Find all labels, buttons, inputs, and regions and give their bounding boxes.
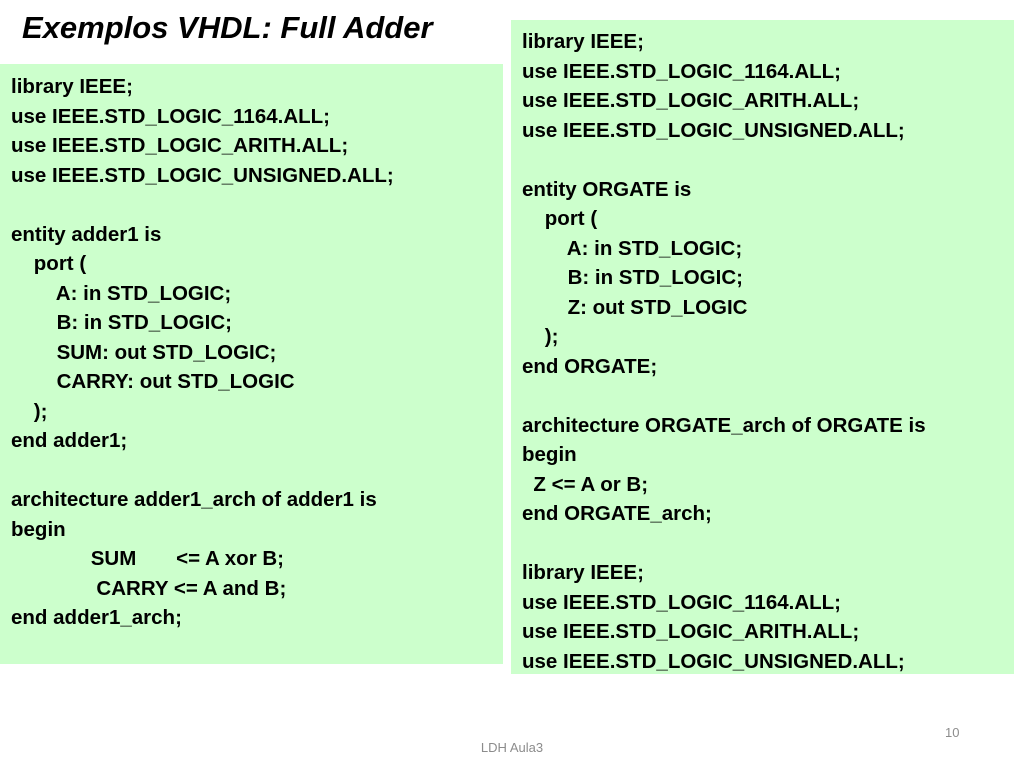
- code-line: [522, 145, 1014, 175]
- code-line: SUM: out STD_LOGIC;: [11, 340, 277, 364]
- code-line: CARRY <= A and B;: [11, 576, 287, 600]
- code-block-orgate: library IEEE; use IEEE.STD_LOGIC_1164.AL…: [511, 20, 1014, 674]
- code-line: begin: [11, 517, 66, 541]
- code-line: entity adder1 is: [11, 222, 162, 246]
- code-line: end adder1_arch;: [11, 606, 182, 629]
- code-line: B: in STD_LOGIC;: [11, 311, 232, 334]
- code-line: A: in STD_LOGIC;: [522, 236, 743, 260]
- page-number: 10: [945, 725, 960, 740]
- code-line: use IEEE.STD_LOGIC_1164.ALL;: [522, 59, 841, 83]
- code-line: );: [11, 399, 48, 423]
- slide-title: Exemplos VHDL: Full Adder: [22, 10, 433, 45]
- code-line: library IEEE;: [11, 75, 133, 98]
- code-line: library IEEE;: [522, 30, 644, 53]
- code-line: port (: [11, 252, 87, 275]
- code-line: [11, 456, 503, 486]
- code-line: CARRY: out STD_LOGIC: [11, 370, 295, 393]
- code-line: [522, 381, 1014, 411]
- code-line: B: in STD_LOGIC;: [522, 266, 743, 289]
- code-line: port (: [522, 207, 598, 230]
- code-line: A: in STD_LOGIC;: [11, 281, 232, 305]
- code-line: end ORGATE;: [522, 354, 658, 378]
- code-line: [522, 529, 1014, 559]
- code-line: use IEEE.STD_LOGIC_ARITH.ALL;: [11, 134, 349, 157]
- code-line: Z <= A or B;: [522, 472, 649, 496]
- code-line: [11, 190, 503, 220]
- code-line: entity ORGATE is: [522, 177, 692, 201]
- code-line: Z: out STD_LOGIC: [522, 295, 748, 319]
- code-line: begin: [522, 443, 577, 466]
- code-line: use IEEE.STD_LOGIC_1164.ALL;: [522, 590, 841, 614]
- code-line: library IEEE;: [522, 561, 644, 584]
- code-line: SUM <= A xor B;: [11, 547, 285, 570]
- code-line: end adder1;: [11, 429, 128, 452]
- code-line: use IEEE.STD_LOGIC_ARITH.ALL;: [522, 89, 860, 112]
- code-line: end ORGATE_arch;: [522, 502, 712, 525]
- code-line: architecture adder1_arch of adder1 is: [11, 488, 377, 511]
- footer-text: LDH Aula3: [480, 740, 544, 755]
- code-block-full-adder: library IEEE; use IEEE.STD_LOGIC_1164.AL…: [0, 64, 503, 664]
- code-line: use IEEE.STD_LOGIC_UNSIGNED.ALL;: [11, 163, 394, 187]
- code-line: use IEEE.STD_LOGIC_UNSIGNED.ALL;: [522, 649, 905, 673]
- code-line: use IEEE.STD_LOGIC_UNSIGNED.ALL;: [522, 118, 905, 142]
- code-line: use IEEE.STD_LOGIC_ARITH.ALL;: [522, 620, 860, 643]
- code-line: );: [522, 325, 559, 348]
- code-line: use IEEE.STD_LOGIC_1164.ALL;: [11, 104, 330, 128]
- code-line: architecture ORGATE_arch of ORGATE is: [522, 413, 926, 437]
